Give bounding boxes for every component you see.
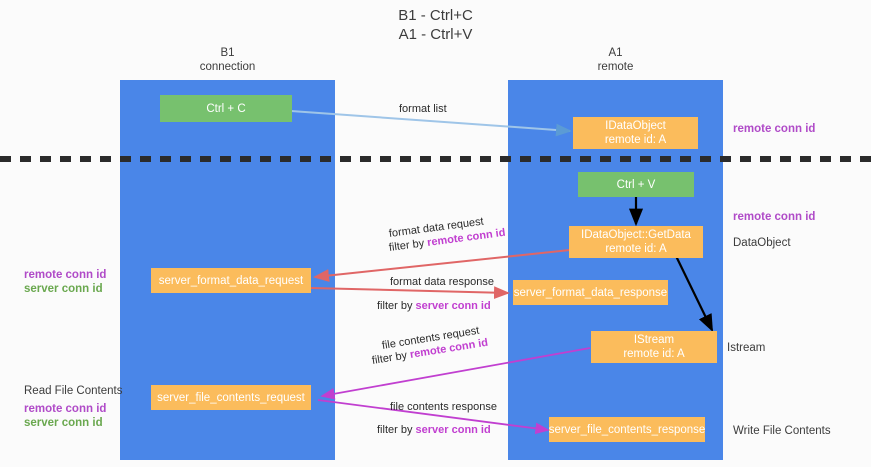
box-server-file-contents-response[interactable]: server_file_contents_response	[549, 417, 705, 442]
filter-prefix: filter by	[377, 300, 416, 312]
box-getdata-line1: IDataObject::GetData	[581, 229, 691, 241]
box-idataobject-line2: remote id: A	[604, 134, 667, 146]
edge-label-file-contents-response: file contents response	[390, 401, 498, 413]
lane-header-b1-title: B1	[220, 47, 235, 59]
box-server-format-data-request-label: server_format_data_request	[158, 274, 304, 287]
box-idataobject-getdata[interactable]: IDataObject::GetData remote id: A	[569, 226, 703, 258]
edge-label-format-data-response: format data response	[390, 276, 494, 288]
box-server-format-data-response[interactable]: server_format_data_response	[513, 280, 668, 305]
lane-header-b1-subtitle: connection	[199, 61, 256, 73]
label-read-file-contents: Read File Contents	[24, 385, 123, 397]
lane-header-a1: A1 remote	[508, 46, 723, 74]
edge-label-format-data-response-filter: filter by server conn id	[377, 299, 491, 313]
box-ctrl-c-label: Ctrl + C	[206, 102, 246, 115]
box-server-file-contents-request-label: server_file_contents_request	[157, 391, 305, 404]
box-server-file-contents-response-label: server_file_contents_response	[548, 423, 706, 436]
box-ctrl-v-label: Ctrl + V	[616, 178, 656, 191]
label-left-remote-conn-id: remote conn id	[24, 269, 107, 281]
box-server-file-contents-request[interactable]: server_file_contents_request	[151, 385, 311, 410]
filter-prefix: filter by	[371, 349, 411, 367]
label-left-server-conn-id: server conn id	[24, 283, 103, 295]
label-left-server-conn-id-2: server conn id	[24, 417, 103, 429]
edge-label-file-contents-response-filter: filter by server conn id	[377, 423, 491, 437]
box-istream-line1: IStream	[633, 334, 675, 346]
lane-header-b1: B1 connection	[120, 46, 335, 74]
edge-label-format-list: format list	[399, 103, 447, 115]
label-dataobject: DataObject	[733, 237, 791, 249]
label-istream: Istream	[727, 342, 766, 354]
box-idataobject[interactable]: IDataObject remote id: A	[573, 117, 698, 149]
box-server-format-data-response-label: server_format_data_response	[513, 286, 668, 299]
lane-header-a1-title: A1	[608, 47, 623, 59]
filter-key-server-conn-id: server conn id	[415, 300, 491, 312]
filter-prefix: filter by	[388, 237, 428, 254]
box-ctrl-v[interactable]: Ctrl + V	[578, 172, 694, 197]
box-ctrl-c[interactable]: Ctrl + C	[160, 95, 292, 122]
box-istream[interactable]: IStream remote id: A	[591, 331, 717, 363]
label-remote-conn-id-mid: remote conn id	[733, 211, 816, 223]
label-write-file-contents: Write File Contents	[733, 425, 831, 437]
box-getdata-line2: remote id: A	[605, 243, 667, 255]
label-remote-conn-id-top: remote conn id	[733, 123, 816, 135]
page-title-line2: A1 - Ctrl+V	[398, 26, 473, 43]
label-left-remote-conn-id-2: remote conn id	[24, 403, 107, 415]
box-server-format-data-request[interactable]: server_format_data_request	[151, 268, 311, 293]
box-idataobject-line1: IDataObject	[605, 120, 666, 132]
filter-key-server-conn-id: server conn id	[415, 424, 491, 436]
box-istream-line2: remote id: A	[623, 348, 685, 360]
page-title-line1: B1 - Ctrl+C	[398, 7, 473, 24]
lane-header-a1-subtitle: remote	[597, 61, 634, 73]
filter-prefix: filter by	[377, 424, 416, 436]
